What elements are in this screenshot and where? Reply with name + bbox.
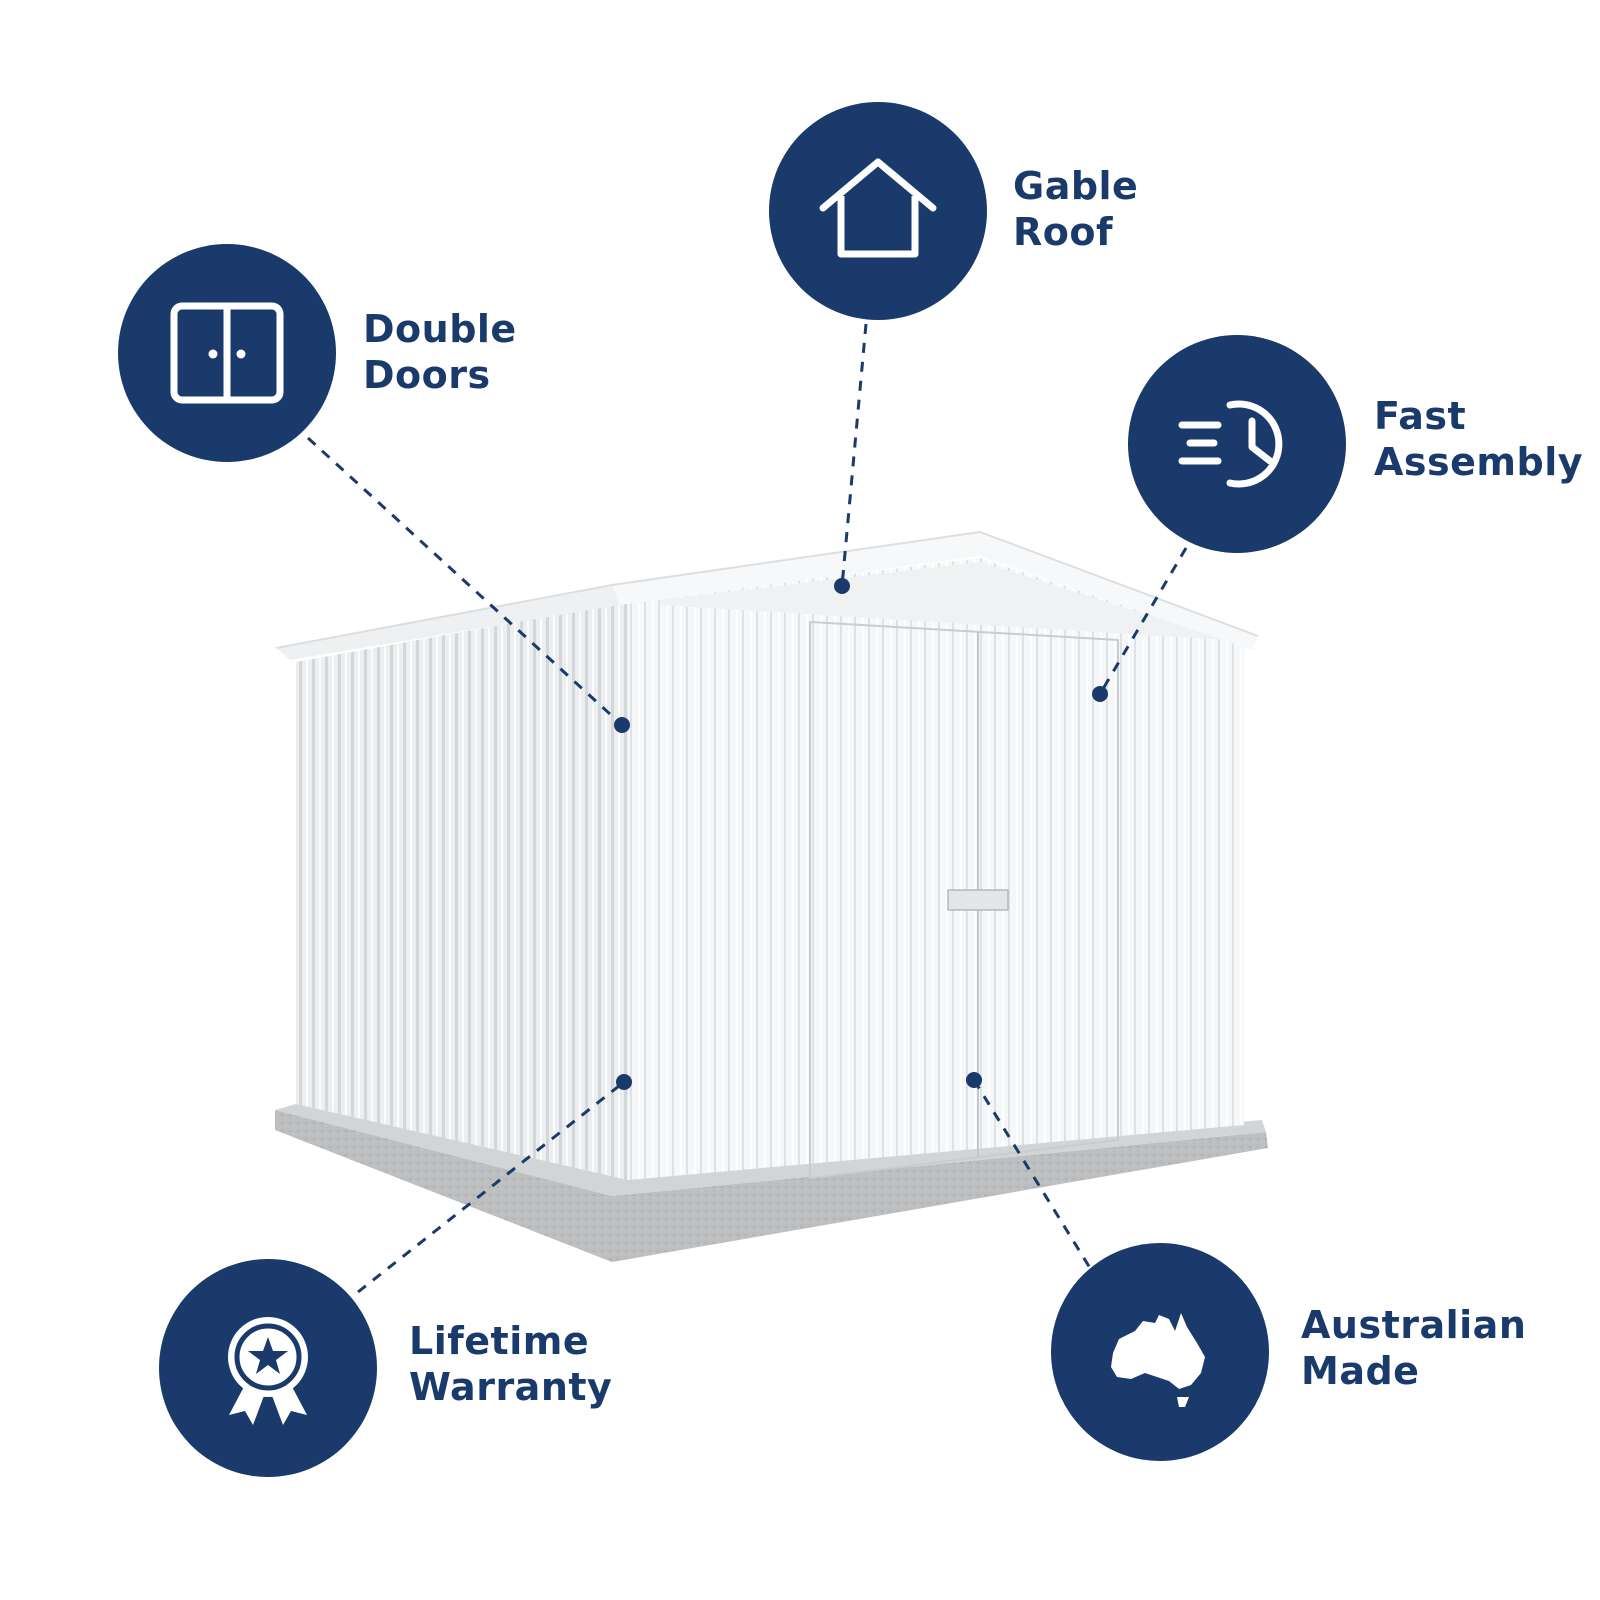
callout-dot xyxy=(1092,686,1108,702)
feature-lifetime-warranty-badge xyxy=(159,1259,377,1477)
feature-fast-assembly-label: Fast Assembly xyxy=(1374,393,1583,485)
feature-label-line1: Double xyxy=(363,307,517,351)
feature-australian-made-badge xyxy=(1051,1243,1269,1461)
feature-label-line1: Gable xyxy=(1013,164,1139,208)
feature-label-line2: Made xyxy=(1301,1349,1420,1393)
connector-australian-made xyxy=(972,1079,1092,1269)
feature-lifetime-warranty-label: Lifetime Warranty xyxy=(409,1318,612,1410)
connector-double-doors xyxy=(306,436,624,727)
double-doors-icon xyxy=(170,302,284,404)
concrete-slab xyxy=(275,1104,1268,1262)
feature-gable-roof-badge xyxy=(769,102,987,320)
shed-double-doors xyxy=(809,620,1119,1180)
feature-double-doors-label: Double Doors xyxy=(363,306,517,398)
connector-lifetime-warranty xyxy=(357,1080,625,1294)
award-ribbon-icon xyxy=(228,1317,308,1425)
feature-label-line2: Doors xyxy=(363,353,491,397)
feature-label-line1: Australian xyxy=(1301,1303,1527,1347)
feature-label-line2: Roof xyxy=(1013,210,1114,254)
connector-gable-roof xyxy=(840,323,868,587)
feature-label-line1: Lifetime xyxy=(409,1319,590,1363)
feature-label-line1: Fast xyxy=(1374,394,1467,438)
feature-double-doors-badge xyxy=(118,244,336,462)
connector-fast-assembly xyxy=(1098,547,1188,695)
fast-clock-icon xyxy=(1178,400,1283,488)
feature-australian-made-label: Australian Made xyxy=(1301,1302,1526,1394)
australia-map-icon xyxy=(1111,1313,1205,1407)
shed-left-wall xyxy=(296,602,628,1180)
house-icon xyxy=(819,158,937,258)
shed-front-wall xyxy=(628,558,1244,1180)
callout-dot xyxy=(616,1074,632,1090)
feature-fast-assembly-badge xyxy=(1128,335,1346,553)
callout-dot xyxy=(966,1072,982,1088)
feature-label-line2: Warranty xyxy=(409,1365,613,1409)
feature-gable-roof-label: Gable Roof xyxy=(1013,163,1138,255)
callout-dot xyxy=(614,717,630,733)
callout-dot xyxy=(834,578,850,594)
feature-label-line2: Assembly xyxy=(1374,440,1584,484)
shed-roof xyxy=(275,530,1259,660)
